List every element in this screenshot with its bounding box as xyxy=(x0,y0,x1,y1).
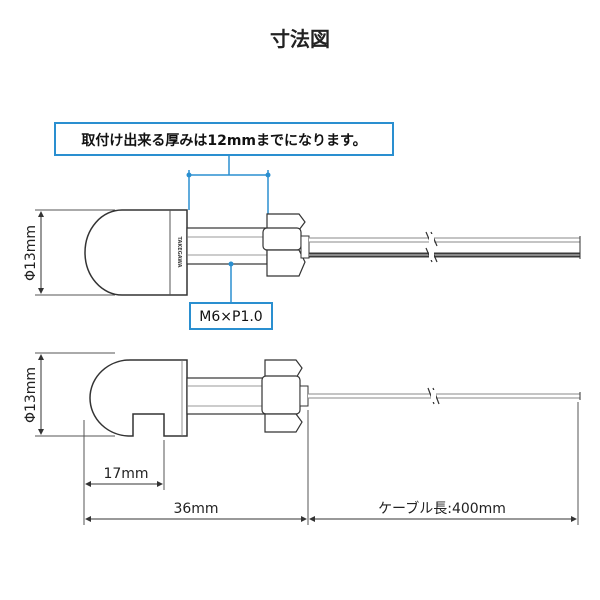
thickness-bracket xyxy=(186,170,271,216)
brand-text-top: TAKEGAWA xyxy=(176,236,182,267)
thickness-note-text: 取付け出来る厚みは12mmまでになります。 xyxy=(81,132,366,149)
thread-spec-label: M6×P1.0 xyxy=(199,309,262,325)
length-dimensions: 17mm 36mm ケーブル長:400mm xyxy=(83,402,579,525)
diameter-bottom-label: Φ13mm xyxy=(23,367,39,423)
cable-length-label: ケーブル長:400mm xyxy=(378,500,506,517)
bottom-view: Φ13mm xyxy=(23,352,581,437)
top-view: Φ13mm TAKEGAWA xyxy=(23,209,581,296)
diameter-top-label: Φ13mm xyxy=(23,225,39,281)
length-36-label: 36mm xyxy=(173,501,218,517)
page-title: 寸法図 xyxy=(270,27,330,51)
thread-spec: M6×P1.0 xyxy=(189,261,273,330)
length-17-label: 17mm xyxy=(103,466,148,482)
thickness-note: 取付け出来る厚みは12mmまでになります。 xyxy=(54,122,394,175)
